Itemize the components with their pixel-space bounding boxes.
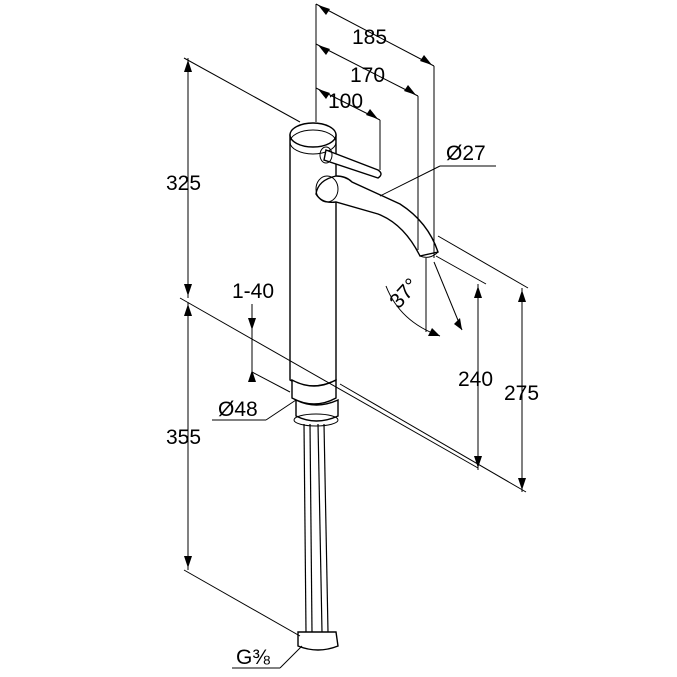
hose-fitting <box>297 631 339 651</box>
spout-outlet <box>419 251 439 258</box>
lever-pivot <box>319 146 333 164</box>
dim-1-40: 1-40 <box>232 280 274 303</box>
mounting-nut <box>295 398 339 422</box>
faucet-top-cap <box>289 122 337 148</box>
dim-170: 170 <box>350 64 385 87</box>
dim-185: 185 <box>352 26 387 49</box>
lever-handle <box>323 149 382 179</box>
dim-diameter-27: Ø27 <box>446 142 486 165</box>
faucet-top-cap-inner <box>289 129 337 155</box>
dim-240: 240 <box>458 368 493 391</box>
dim-100: 100 <box>328 90 363 113</box>
supply-hose-left-b <box>309 423 313 633</box>
supply-hose-left <box>303 423 307 633</box>
dim-355: 355 <box>166 426 201 449</box>
dim-diameter-48: Ø48 <box>218 398 258 421</box>
spout-opening <box>315 175 339 203</box>
dim-thread-g3-8: G⅜ <box>236 646 270 669</box>
supply-hose-right-b <box>323 423 329 633</box>
faucet-column <box>289 134 337 387</box>
dimension-labels: 185 170 100 Ø27 325 1-40 37° 240 275 Ø48… <box>166 26 539 669</box>
dim-275: 275 <box>504 382 539 405</box>
dim-325: 325 <box>166 172 201 195</box>
faucet-body <box>289 122 439 651</box>
dim-37-degrees: 37° <box>385 274 423 313</box>
supply-hose-right <box>317 423 323 633</box>
dimension-lines <box>179 3 529 669</box>
mounting-washer <box>293 413 339 427</box>
